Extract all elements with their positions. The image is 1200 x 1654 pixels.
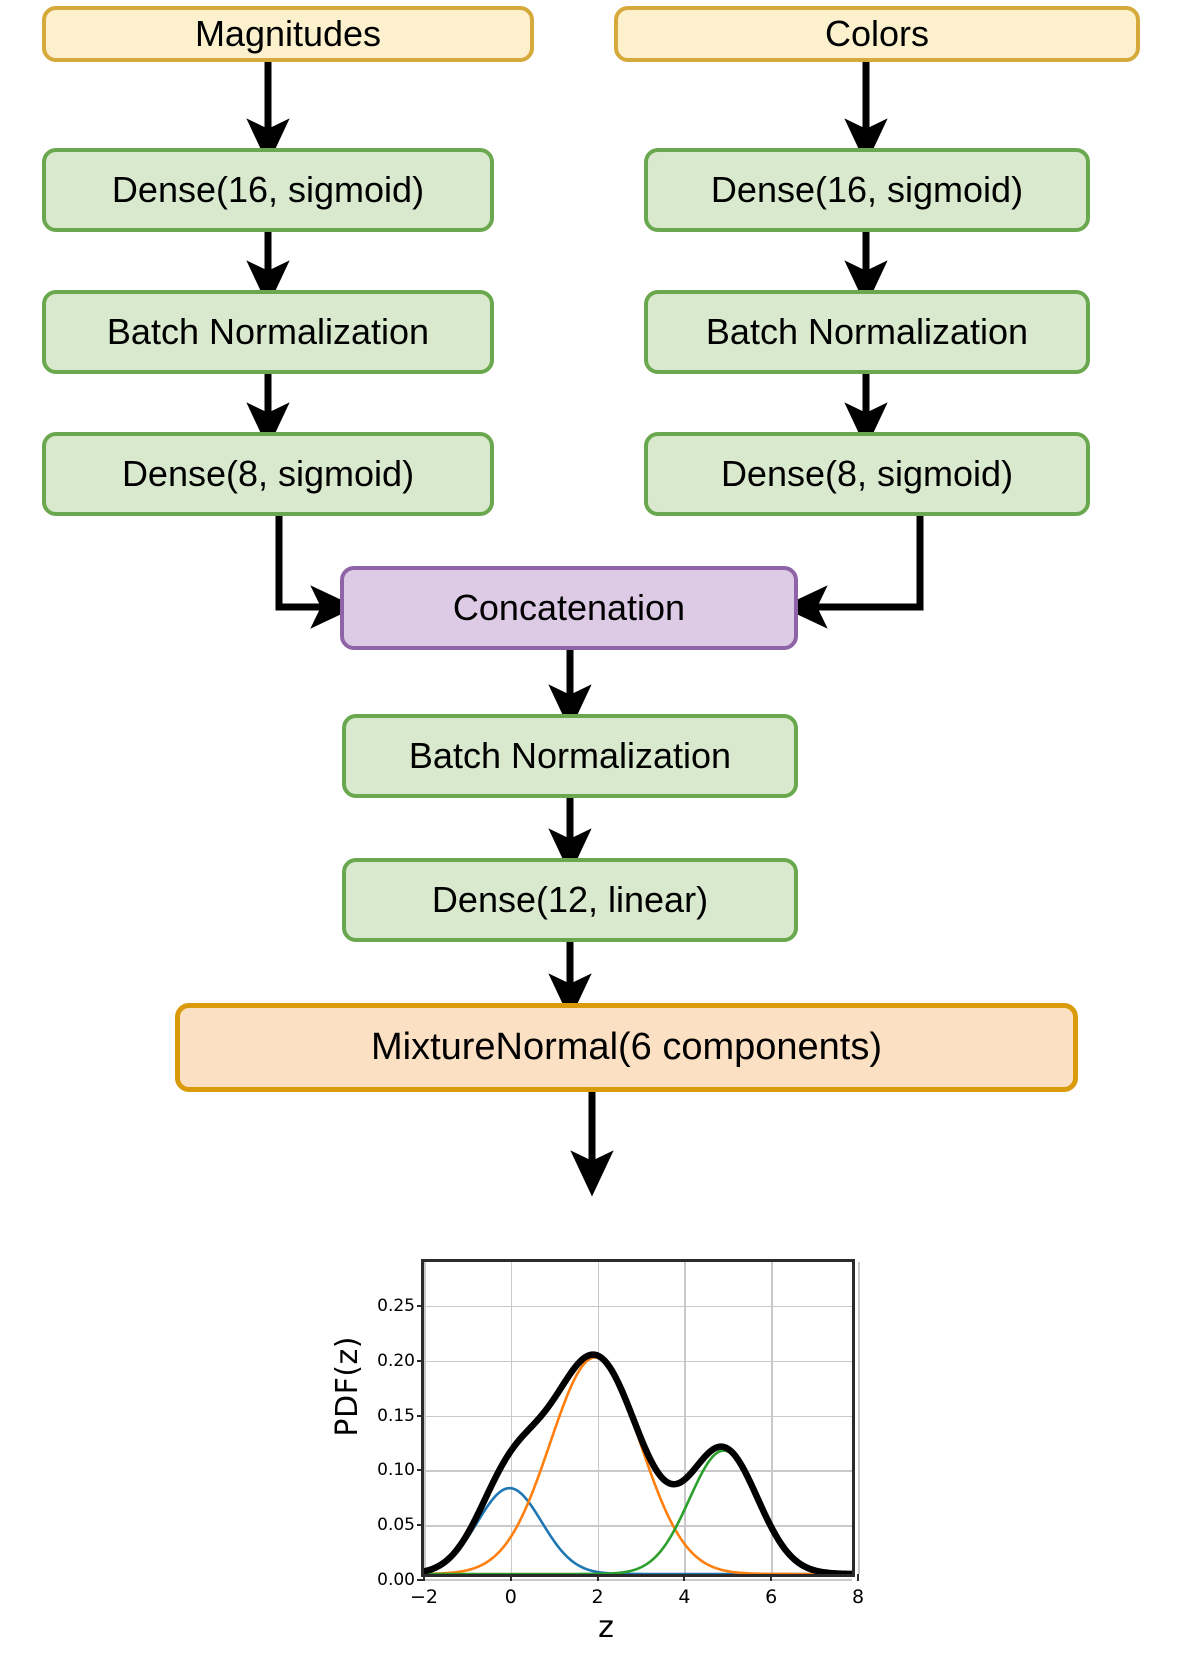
node-right-batchnorm[interactable]: Batch Normalization [644, 290, 1090, 374]
y-tick-label: 0.20 [377, 1350, 415, 1371]
x-tick-label: 4 [678, 1586, 691, 1608]
x-tick-label: 6 [765, 1586, 778, 1608]
y-tickmark [417, 1579, 424, 1581]
y-tickmark [417, 1414, 424, 1417]
chart-x-axis-label: z [598, 1610, 614, 1645]
node-label: Batch Normalization [106, 311, 430, 353]
gridline-vertical [858, 1262, 860, 1574]
y-tick-label: 0.10 [377, 1460, 415, 1481]
x-tick-label: 8 [851, 1586, 865, 1608]
chart-gridlines [424, 1262, 860, 1581]
x-tick-label: 0 [504, 1586, 517, 1608]
gridline-horizontal [424, 1360, 852, 1363]
y-tickmark [417, 1359, 424, 1362]
node-label: Colors [824, 13, 930, 55]
x-tickmark [509, 1574, 512, 1581]
node-input-colors[interactable]: Colors [614, 6, 1140, 62]
gridline-horizontal [424, 1305, 852, 1308]
x-tickmark [770, 1574, 773, 1581]
y-tickmark [417, 1304, 424, 1307]
node-output-mixture[interactable]: MixtureNormal(6 components) [175, 1003, 1078, 1092]
gridline-vertical [684, 1262, 686, 1574]
gridline-horizontal [424, 1470, 852, 1472]
curve-mixture-total [424, 1355, 852, 1574]
node-label: Dense(12, linear) [431, 879, 709, 921]
node-label: Concatenation [452, 587, 686, 629]
x-tickmark [857, 1574, 859, 1581]
curve-component-2 [424, 1357, 852, 1574]
node-mid-dense12[interactable]: Dense(12, linear) [342, 858, 798, 942]
x-tick-label: −2 [409, 1586, 439, 1608]
node-left-dense8[interactable]: Dense(8, sigmoid) [42, 432, 494, 516]
gridline-horizontal [424, 1415, 852, 1418]
y-tick-label: 0.25 [377, 1295, 415, 1316]
node-label: Batch Normalization [705, 311, 1029, 353]
gridline-vertical [424, 1262, 426, 1574]
chart-plot-area: 0.00 0.05 0.10 0.15 0.20 0.25 −2 0 2 4 6 8 [377, 1259, 864, 1608]
node-concatenation[interactable]: Concatenation [340, 566, 798, 650]
node-label: Batch Normalization [408, 735, 732, 777]
edge-dense8-right-to-concat [781, 516, 924, 629]
curve-component-1 [424, 1488, 852, 1574]
y-tick-label: 0.15 [377, 1405, 415, 1426]
chart-tick-labels: 0.00 0.05 0.10 0.15 0.20 0.25 −2 0 2 4 6 8 [377, 1262, 864, 1608]
y-tick-label: 0.05 [377, 1515, 415, 1536]
gridline-vertical [510, 1262, 513, 1574]
x-tickmark [423, 1574, 425, 1581]
node-left-dense16[interactable]: Dense(16, sigmoid) [42, 148, 494, 232]
x-tickmark [683, 1574, 686, 1581]
node-label: MixtureNormal(6 components) [370, 1025, 883, 1068]
gridline-vertical [771, 1262, 773, 1574]
x-tick-label: 2 [591, 1586, 604, 1608]
node-right-dense8[interactable]: Dense(8, sigmoid) [644, 432, 1090, 516]
y-tickmark [417, 1469, 424, 1472]
node-input-magnitudes[interactable]: Magnitudes [42, 6, 534, 62]
node-label: Dense(16, sigmoid) [710, 169, 1024, 211]
chart-curves [424, 1262, 852, 1574]
node-mid-batchnorm[interactable]: Batch Normalization [342, 714, 798, 798]
edge-dense8-left-to-concat [275, 516, 357, 629]
node-left-batchnorm[interactable]: Batch Normalization [42, 290, 494, 374]
node-right-dense16[interactable]: Dense(16, sigmoid) [644, 148, 1090, 232]
gridline-horizontal [424, 1579, 852, 1581]
pdf-chart: PDF(z) z 0.00 0.05 0.10 0.15 0.20 0.25 −2 0 2 4 6 8 [330, 1186, 876, 1654]
node-label: Dense(8, sigmoid) [720, 453, 1014, 495]
node-label: Dense(16, sigmoid) [111, 169, 425, 211]
node-label: Dense(8, sigmoid) [121, 453, 415, 495]
x-tickmark [596, 1574, 599, 1581]
node-label: Magnitudes [194, 13, 382, 55]
gridline-vertical [597, 1262, 600, 1574]
y-tick-label: 0.00 [377, 1570, 415, 1590]
chart-y-axis-label: PDF(z) [330, 1336, 365, 1437]
gridline-horizontal [424, 1525, 852, 1527]
y-tickmark [417, 1524, 424, 1527]
